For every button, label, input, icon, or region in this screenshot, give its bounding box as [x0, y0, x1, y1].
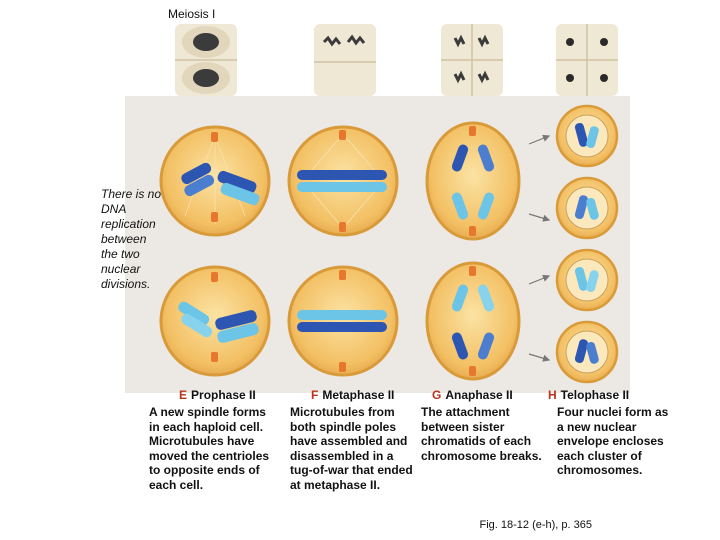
stage-description-telophase-ii: Four nuclei form as a new nuclear envelo… — [557, 405, 669, 477]
cell-telophase-ii-4 — [555, 320, 619, 384]
cell-anaphase-ii-top — [425, 121, 521, 241]
cell-telophase-ii-1 — [555, 104, 619, 168]
stage-name: Telophase II — [560, 388, 630, 402]
stage-letter: G — [432, 388, 442, 402]
figure-caption: Fig. 18-12 (e-h), p. 365 — [479, 519, 592, 531]
cell-anaphase-ii-bottom — [425, 261, 521, 381]
micrograph-anaphase-ii — [441, 24, 503, 96]
stage-letter: H — [548, 388, 557, 402]
stage-description-anaphase-ii: The attachment between sister chromatids… — [421, 405, 542, 463]
stage-letter: F — [311, 388, 319, 402]
illustration-panel — [125, 96, 630, 393]
stage-letter: E — [179, 388, 188, 402]
cell-metaphase-ii-top — [287, 125, 399, 237]
figure-title: Meiosis I — [168, 7, 216, 21]
cell-metaphase-ii-bottom — [287, 265, 399, 377]
stage-arrows — [528, 134, 551, 362]
replication-note: There is no DNA replication between the … — [101, 187, 162, 291]
micrograph-prophase-ii — [175, 24, 237, 96]
stage-name: Metaphase II — [322, 388, 395, 402]
cell-telophase-ii-2 — [555, 176, 619, 240]
stage-name: Anaphase II — [445, 388, 513, 402]
stage-description-prophase-ii: A new spindle forms in each haploid cell… — [149, 405, 270, 492]
cell-prophase-ii-bottom — [159, 265, 271, 377]
cell-telophase-ii-3 — [555, 248, 619, 312]
cell-prophase-ii-top — [159, 125, 271, 237]
micrograph-metaphase-ii — [314, 24, 376, 96]
micrograph-telophase-ii — [556, 24, 618, 96]
stage-name: Prophase II — [191, 388, 256, 402]
stage-description-metaphase-ii: Microtubules from both spindle poles hav… — [290, 405, 413, 492]
